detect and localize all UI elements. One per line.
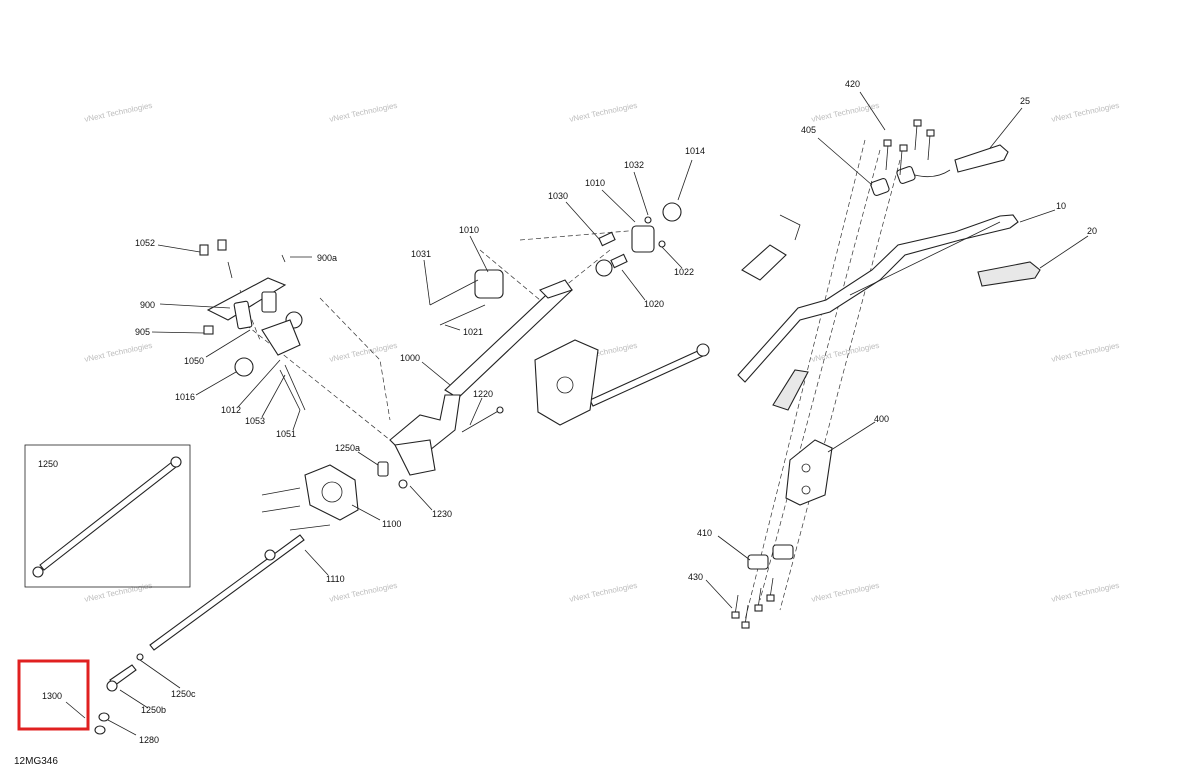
part-label: 1010 [459, 225, 479, 235]
part-label: 1031 [411, 249, 431, 259]
part-label: 1052 [135, 238, 155, 248]
part-label: 25 [1020, 96, 1030, 106]
part-label: 20 [1087, 226, 1097, 236]
part-label: 1020 [644, 299, 664, 309]
watermark: vNext Technologies [811, 341, 881, 364]
part-label: 1100 [382, 519, 401, 529]
part-label: 10 [1056, 201, 1066, 211]
tie-rod-upper [589, 343, 710, 407]
part-label: 1016 [175, 392, 195, 402]
inset-label: 1250 [38, 459, 58, 469]
tie-rod-end [94, 653, 144, 735]
inset-box: 1250 [24, 444, 191, 588]
leader-lines [65, 91, 1089, 736]
part-label: 1014 [685, 146, 705, 156]
part-label: 1022 [674, 267, 694, 277]
watermark: vNext Technologies [811, 101, 881, 124]
grip-top [954, 144, 1009, 173]
steering-arm [461, 406, 504, 433]
lower-housing [261, 461, 408, 531]
watermark: vNext Technologies [811, 581, 881, 604]
watermark: vNext Technologies [84, 341, 154, 364]
part-label: 1230 [432, 509, 452, 519]
part-label: 900a [317, 253, 337, 263]
bolts-430 [731, 577, 775, 629]
highlighted-part-label: 1300 [42, 691, 62, 701]
part-label: 1250a [335, 443, 360, 453]
assembly-dashed-lines [239, 139, 901, 621]
highlight-box [17, 659, 90, 731]
part-label: 420 [845, 79, 860, 89]
upper-bracket [199, 239, 306, 411]
watermark: vNext Technologies [329, 581, 399, 604]
part-label: 410 [697, 528, 712, 538]
watermark: vNext Technologies [1051, 341, 1121, 364]
bolts-420 [883, 119, 935, 176]
part-label: 1000 [400, 353, 420, 363]
watermark: vNext Technologies [84, 581, 154, 604]
grip-right [977, 261, 1041, 287]
watermark: vNext Technologies [329, 341, 399, 364]
middle-clamp [429, 269, 504, 326]
part-label: 1280 [139, 735, 159, 745]
inset-frame [24, 444, 191, 588]
part-label: 1050 [184, 356, 204, 366]
inset-tie-rod [39, 461, 177, 571]
part-labels: 420 25 405 10 20 1014 1032 1010 1030 101… [42, 79, 1097, 745]
steering-column [389, 279, 573, 476]
support-bracket [534, 339, 599, 426]
lower-steering-shaft [149, 534, 305, 651]
watermark: vNext Technologies [569, 581, 639, 604]
watermark-layer: vNext Technologies vNext Technologies vN… [84, 101, 1121, 604]
throttle-parts [741, 214, 801, 281]
upper-clamps [870, 165, 951, 197]
part-label: 405 [801, 125, 816, 135]
diagram-code: 12MG346 [14, 756, 58, 767]
grip-left [772, 369, 809, 411]
upper-column-bushings [595, 202, 682, 277]
watermark: vNext Technologies [1051, 101, 1121, 124]
part-label: 1030 [548, 191, 568, 201]
part-label: 900 [140, 300, 155, 310]
part-label: 1250c [171, 689, 196, 699]
part-label: 905 [135, 327, 150, 337]
part-label: 400 [874, 414, 889, 424]
handlebar [737, 214, 1019, 383]
watermark: vNext Technologies [84, 101, 154, 124]
watermark: vNext Technologies [1051, 581, 1121, 604]
part-label: 1051 [276, 429, 296, 439]
part-label: 1110 [326, 574, 345, 584]
riser [785, 439, 833, 506]
part-label: 1012 [221, 405, 241, 415]
part-label: 1220 [473, 389, 493, 399]
part-label: 1021 [463, 327, 483, 337]
watermark: vNext Technologies [569, 101, 639, 124]
part-label: 1250b [141, 705, 166, 715]
part-label: 1053 [245, 416, 265, 426]
part-label: 1032 [624, 160, 644, 170]
watermark: vNext Technologies [329, 101, 399, 124]
part-label: 430 [688, 572, 703, 582]
part-label: 1010 [585, 178, 605, 188]
lower-clamps [747, 544, 794, 570]
